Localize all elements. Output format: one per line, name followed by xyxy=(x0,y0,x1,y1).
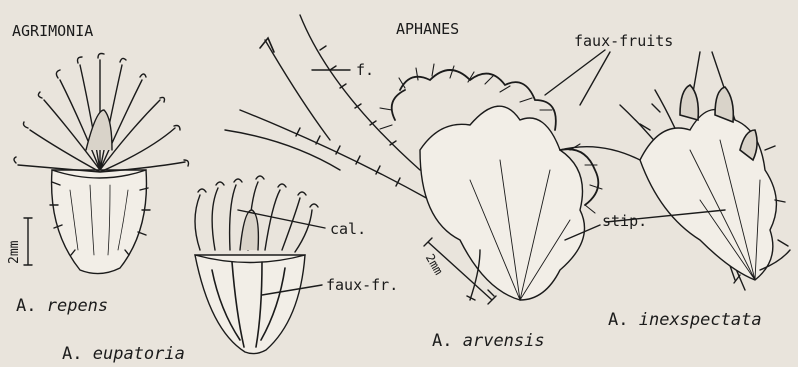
caption-arvensis-species: arvensis xyxy=(463,331,545,351)
caption-repens-genus: A. xyxy=(16,296,36,316)
heading-aphanes: APHANES xyxy=(396,22,459,37)
caption-eupatoria: A. eupatoria xyxy=(62,346,185,363)
caption-inexspectata: A. inexspectata xyxy=(608,312,762,329)
caption-eupatoria-species: eupatoria xyxy=(93,344,185,364)
scale-label-left: 2mm xyxy=(8,241,21,264)
label-stip: stip. xyxy=(602,214,647,229)
caption-repens: A. repens xyxy=(16,298,108,315)
caption-inexspectata-species: inexspectata xyxy=(639,310,762,330)
label-faux-fr: faux-fr. xyxy=(326,278,398,293)
caption-eupatoria-genus: A. xyxy=(62,344,82,364)
caption-arvensis-genus: A. xyxy=(432,331,452,351)
heading-agrimonia: AGRIMONIA xyxy=(12,24,93,39)
label-faux-fruits: faux-fruits xyxy=(574,34,673,49)
label-f: f. xyxy=(356,63,374,78)
caption-repens-species: repens xyxy=(47,296,108,316)
inexspectata-drawing xyxy=(560,85,790,290)
caption-arvensis: A. arvensis xyxy=(432,333,545,350)
scale-bar-left xyxy=(24,218,32,265)
caption-inexspectata-genus: A. xyxy=(608,310,628,330)
eupatoria-drawing xyxy=(195,176,318,354)
faux-fruits-leader-left xyxy=(545,50,610,105)
label-cal: cal. xyxy=(330,222,366,237)
repens-drawing xyxy=(14,54,189,274)
